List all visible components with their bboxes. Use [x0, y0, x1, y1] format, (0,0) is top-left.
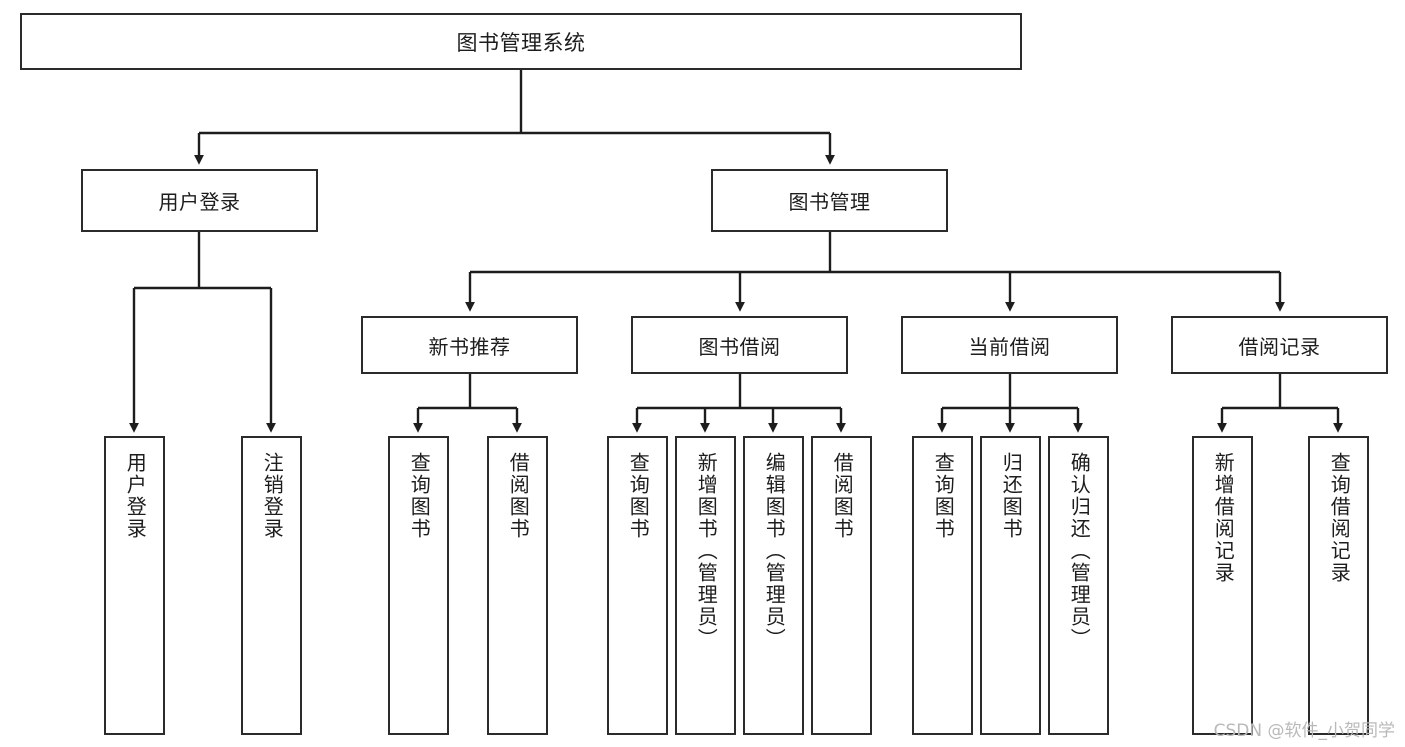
node-label: 用户登录 [123, 452, 148, 540]
node-label: 借阅图书 [506, 452, 531, 540]
node-leaf-query-borrow-record[interactable]: 查询借阅记录 [1308, 436, 1369, 735]
node-borrow-record[interactable]: 借阅记录 [1171, 316, 1388, 374]
node-leaf-edit-book[interactable]: 编辑图书（管理员） [743, 436, 804, 735]
node-leaf-add-borrow-record[interactable]: 新增借阅记录 [1192, 436, 1253, 735]
node-label: 编辑图书（管理员） [762, 452, 787, 650]
node-leaf-logout[interactable]: 注销登录 [241, 436, 302, 735]
node-leaf-borrow-book-recommend[interactable]: 借阅图书 [487, 436, 548, 735]
node-label: 查询图书 [407, 452, 432, 540]
node-leaf-add-book[interactable]: 新增图书（管理员） [675, 436, 736, 735]
node-label: 当前借阅 [968, 334, 1051, 359]
node-leaf-query-book-borrow[interactable]: 查询图书 [607, 436, 668, 735]
node-leaf-user-login[interactable]: 用户登录 [104, 436, 165, 735]
csdn-watermark: CSDN @软件_小贺同学 [1213, 721, 1395, 741]
node-label: 查询图书 [931, 452, 956, 540]
node-label: 图书管理系统 [456, 30, 586, 55]
node-label: 归还图书 [999, 452, 1024, 540]
node-label: 新书推荐 [428, 334, 511, 359]
node-label: 查询借阅记录 [1327, 452, 1352, 584]
node-label: 图书借阅 [698, 334, 781, 359]
node-label: 新增图书（管理员） [694, 452, 719, 650]
node-label: 确认归还（管理员） [1067, 452, 1092, 650]
node-current-borrow[interactable]: 当前借阅 [901, 316, 1118, 374]
node-new-book-recommend[interactable]: 新书推荐 [361, 316, 578, 374]
node-user-login[interactable]: 用户登录 [81, 169, 318, 232]
node-leaf-borrow-book[interactable]: 借阅图书 [811, 436, 872, 735]
node-label: 注销登录 [260, 452, 285, 540]
node-label: 借阅记录 [1238, 334, 1321, 359]
node-label: 图书管理 [788, 190, 871, 214]
node-label: 新增借阅记录 [1211, 452, 1236, 584]
node-leaf-confirm-return[interactable]: 确认归还（管理员） [1048, 436, 1109, 735]
node-root-book-management-system[interactable]: 图书管理系统 [20, 13, 1022, 70]
node-book-borrow[interactable]: 图书借阅 [631, 316, 848, 374]
node-label: 查询图书 [626, 452, 651, 540]
node-leaf-query-book-recommend[interactable]: 查询图书 [388, 436, 449, 735]
node-label: 借阅图书 [830, 452, 855, 540]
node-book-management[interactable]: 图书管理 [711, 169, 948, 232]
node-leaf-return-book[interactable]: 归还图书 [980, 436, 1041, 735]
node-label: 用户登录 [158, 190, 241, 214]
node-leaf-query-book-current[interactable]: 查询图书 [912, 436, 973, 735]
